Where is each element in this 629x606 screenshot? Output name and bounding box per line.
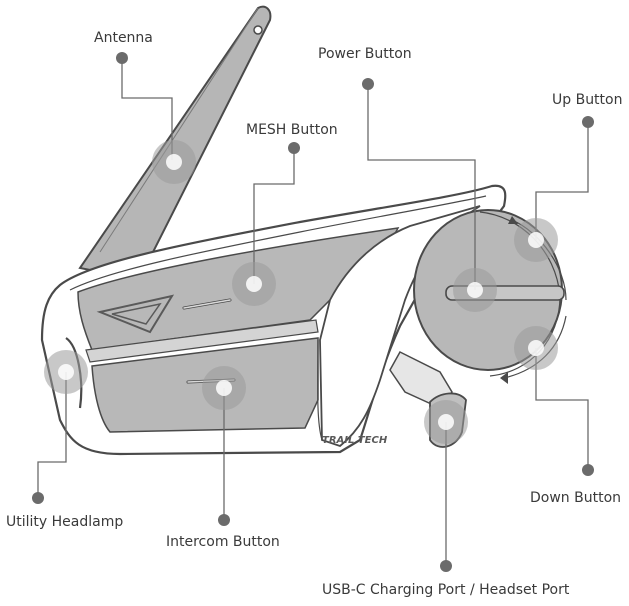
brand-text: TRAIL TECH	[322, 435, 388, 446]
callout-up-button	[514, 116, 594, 262]
callout-utility-headlamp	[32, 350, 88, 504]
label-utility-headlamp: Utility Headlamp	[6, 514, 124, 530]
callout-power-button	[362, 78, 497, 312]
label-mesh-button: MESH Button	[246, 122, 338, 138]
callout-usb-port	[424, 400, 468, 572]
label-intercom-button: Intercom Button	[166, 534, 280, 550]
label-power-button: Power Button	[318, 46, 412, 62]
label-up-button: Up Button	[552, 92, 623, 108]
callout-antenna	[116, 52, 196, 184]
callout-intercom-button	[202, 366, 246, 526]
antenna-part	[78, 5, 272, 272]
label-down-button: Down Button	[530, 490, 622, 506]
brand-logo	[96, 294, 175, 334]
label-antenna: Antenna	[94, 30, 153, 46]
callout-down-button	[514, 326, 594, 476]
callout-mesh-button	[232, 142, 300, 306]
label-usb-port: USB-C Charging Port / Headset Port	[322, 582, 570, 598]
